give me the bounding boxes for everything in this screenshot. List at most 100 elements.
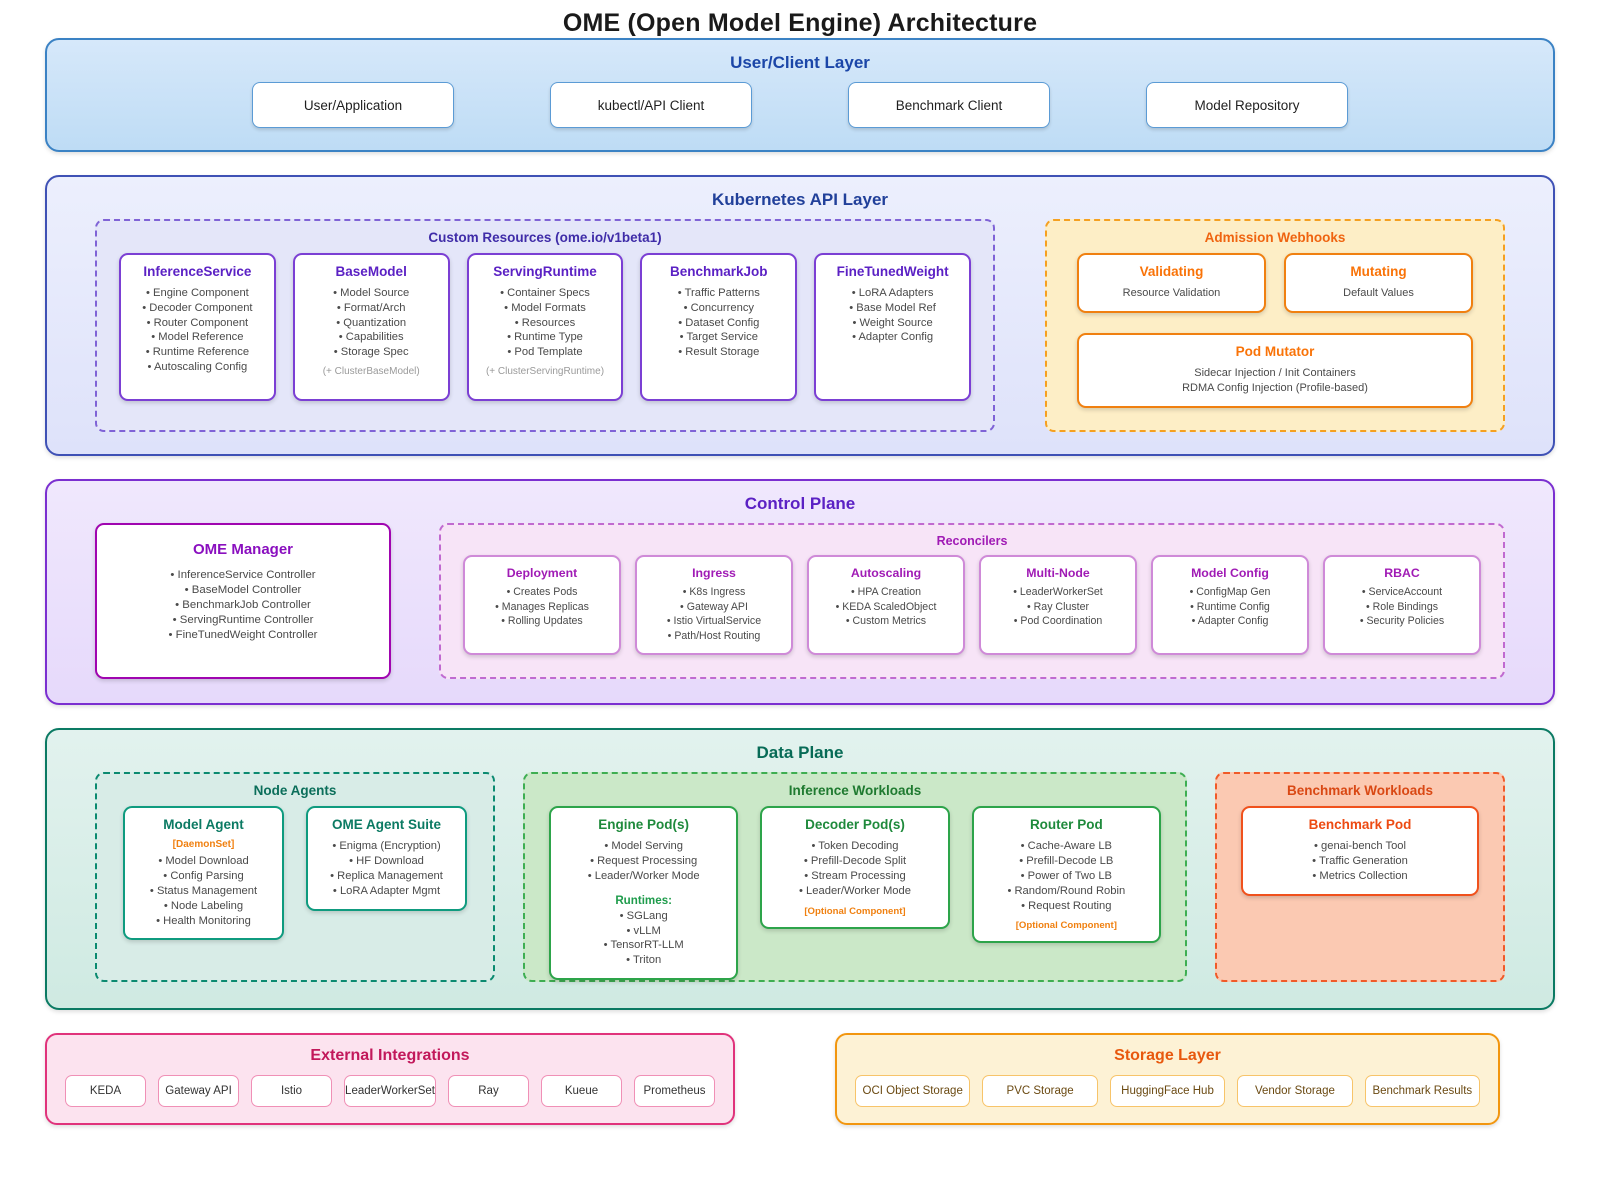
card-item-list: • InferenceService Controller • BaseMode…	[107, 568, 379, 643]
chip-keda[interactable]: KEDA	[65, 1074, 147, 1107]
card-router-pod[interactable]: Router Pod • Cache-Aware LB • Prefill-De…	[971, 806, 1161, 944]
chip-ray[interactable]: Ray	[447, 1074, 529, 1107]
card-title: Model Agent	[163, 817, 244, 833]
user-box-model-repository[interactable]: Model Repository	[1146, 82, 1348, 128]
panel-title-storage-layer: Storage Layer	[1114, 1046, 1221, 1064]
card-reconciler-ingress[interactable]: Ingress • K8s Ingress • Gateway API • Is…	[635, 555, 793, 656]
list-item: • Decoder Component	[142, 301, 253, 314]
card-item-list: • LeaderWorkerSet • Ray Cluster • Pod Co…	[985, 585, 1131, 629]
card-engine-pods[interactable]: Engine Pod(s) • Model Serving • Request …	[549, 806, 739, 980]
card-item-list: • Engine Component • Decoder Component •…	[131, 286, 264, 375]
footer-panels: External Integrations KEDA Gateway API I…	[45, 1032, 1555, 1125]
list-item: • Dataset Config	[678, 316, 760, 329]
group-title-admission-webhooks: Admission Webhooks	[1204, 230, 1346, 245]
chip-kueue[interactable]: Kueue	[540, 1074, 622, 1107]
card-title: BenchmarkJob	[670, 264, 768, 279]
group-title-benchmark-workloads: Benchmark Workloads	[1286, 783, 1434, 799]
card-item-list: • Creates Pods • Manages Replicas • Roll…	[469, 585, 615, 629]
layer-title-data-plane: Data Plane	[756, 743, 844, 763]
list-item: • Rolling Updates	[501, 615, 583, 628]
chip-prometheus[interactable]: Prometheus	[634, 1074, 716, 1107]
user-box-benchmark-client[interactable]: Benchmark Client	[848, 82, 1050, 128]
list-item: • Container Specs	[500, 287, 590, 299]
list-item: • Model Reference	[151, 331, 244, 344]
card-model-agent[interactable]: Model Agent [DaemonSet] • Model Download…	[123, 806, 284, 941]
list-item: • TensorRT-LLM	[603, 939, 684, 952]
list-item: • Traffic Patterns	[677, 287, 760, 299]
chip-istio[interactable]: Istio	[251, 1074, 333, 1107]
card-item-list: • HPA Creation • KEDA ScaledObject • Cus…	[813, 585, 959, 629]
list-item: • LoRA Adapter Mgmt	[332, 884, 441, 897]
list-item: • HF Download	[349, 855, 424, 868]
chip-huggingface-hub[interactable]: HuggingFace Hub	[1109, 1074, 1226, 1107]
card-benchmark-pod[interactable]: Benchmark Pod • genai-bench Tool • Traff…	[1241, 806, 1479, 896]
card-reconciler-model-config[interactable]: Model Config • ConfigMap Gen • Runtime C…	[1151, 555, 1309, 656]
card-inferenceservice[interactable]: InferenceService • Engine Component • De…	[119, 253, 276, 401]
chip-leaderworkerset[interactable]: LeaderWorkerSet	[344, 1074, 436, 1107]
list-item: • Resources	[514, 316, 576, 329]
card-note: (+ ClusterServingRuntime)	[485, 365, 605, 377]
list-item: • SGLang	[619, 909, 668, 922]
card-line: RDMA Config Injection (Profile-based)	[1182, 382, 1368, 394]
group-title-reconcilers: Reconcilers	[936, 534, 1008, 548]
list-item: • Leader/Worker Mode	[587, 869, 700, 882]
card-title: Model Config	[1191, 566, 1269, 580]
user-box-kubectl-api-client[interactable]: kubectl/API Client	[550, 82, 752, 128]
card-item-list: • Traffic Patterns • Concurrency • Datas…	[652, 286, 785, 360]
card-validating-webhook[interactable]: Validating Resource Validation	[1077, 253, 1266, 313]
card-ome-manager[interactable]: OME Manager • InferenceService Controlle…	[95, 523, 391, 680]
card-item-list: • Model Source • Format/Arch • Quantizat…	[305, 286, 438, 360]
card-title: Router Pod	[1029, 817, 1103, 833]
chip-gateway-api[interactable]: Gateway API	[158, 1074, 240, 1107]
card-reconciler-autoscaling[interactable]: Autoscaling • HPA Creation • KEDA Scaled…	[807, 555, 965, 656]
card-servingruntime[interactable]: ServingRuntime • Container Specs • Model…	[466, 253, 624, 401]
card-item-list: • Model Serving • Request Processing • L…	[561, 839, 726, 883]
list-item: • K8s Ingress	[682, 586, 746, 598]
list-item: • BenchmarkJob Controller	[175, 599, 311, 611]
list-item: • Prefill-Decode LB	[1019, 855, 1114, 868]
list-item: • Metrics Collection	[1312, 869, 1408, 882]
group-node-agents: Node Agents Model Agent [DaemonSet] • Mo…	[95, 772, 495, 982]
card-title: Engine Pod(s)	[598, 817, 690, 833]
card-title: Autoscaling	[850, 566, 922, 580]
card-pod-mutator[interactable]: Pod Mutator Sidecar Injection / Init Con…	[1077, 333, 1473, 408]
list-item: • genai-bench Tool	[1313, 840, 1407, 853]
list-item: • Base Model Ref	[849, 301, 936, 314]
card-line: Default Values	[1343, 287, 1414, 299]
chip-benchmark-results[interactable]: Benchmark Results	[1364, 1074, 1481, 1107]
group-title-custom-resources: Custom Resources (ome.io/v1beta1)	[428, 230, 662, 245]
list-item: • Custom Metrics	[845, 615, 927, 628]
list-item: • LoRA Adapters	[851, 287, 934, 299]
card-finetunedweight[interactable]: FineTunedWeight • LoRA Adapters • Base M…	[814, 253, 971, 401]
user-box-application[interactable]: User/Application	[252, 82, 454, 128]
list-item: • Adapter Config	[852, 331, 934, 344]
card-ome-agent-suite[interactable]: OME Agent Suite • Enigma (Encryption) • …	[306, 806, 467, 911]
card-reconciler-rbac[interactable]: RBAC • ServiceAccount • Role Bindings • …	[1323, 555, 1481, 656]
optional-badge: [Optional Component]	[804, 905, 906, 917]
list-item: • Concurrency	[683, 301, 755, 314]
list-item: • Ray Cluster	[1027, 600, 1089, 613]
list-item: • Router Component	[146, 316, 249, 329]
card-decoder-pods[interactable]: Decoder Pod(s) • Token Decoding • Prefil…	[760, 806, 950, 929]
list-item: • ServiceAccount	[1361, 586, 1443, 598]
daemonset-badge: [DaemonSet]	[172, 839, 235, 851]
list-item: • Runtime Reference	[145, 346, 250, 359]
card-title: Benchmark Pod	[1308, 817, 1412, 833]
chip-oci-object-storage[interactable]: OCI Object Storage	[854, 1074, 971, 1107]
card-item-list: • K8s Ingress • Gateway API • Istio Virt…	[641, 585, 787, 643]
layer-data-plane: Data Plane Node Agents Model Agent [Daem…	[45, 728, 1555, 1010]
card-reconciler-multi-node[interactable]: Multi-Node • LeaderWorkerSet • Ray Clust…	[979, 555, 1137, 656]
chip-pvc-storage[interactable]: PVC Storage	[982, 1074, 1098, 1107]
list-item: • Request Routing	[1021, 899, 1112, 912]
group-title-node-agents: Node Agents	[253, 783, 337, 799]
card-reconciler-deployment[interactable]: Deployment • Creates Pods • Manages Repl…	[463, 555, 621, 656]
list-item: • Model Formats	[504, 301, 586, 314]
list-item: • Adapter Config	[1191, 615, 1269, 628]
list-item: • Leader/Worker Mode	[799, 884, 911, 897]
card-benchmarkjob[interactable]: BenchmarkJob • Traffic Patterns • Concur…	[640, 253, 798, 401]
card-basemodel[interactable]: BaseModel • Model Source • Format/Arch •…	[292, 253, 450, 401]
chip-vendor-storage[interactable]: Vendor Storage	[1237, 1074, 1353, 1107]
page-title: OME (Open Model Engine) Architecture	[562, 9, 1038, 37]
card-mutating-webhook[interactable]: Mutating Default Values	[1284, 253, 1473, 313]
list-item: • Model Download	[158, 855, 249, 868]
